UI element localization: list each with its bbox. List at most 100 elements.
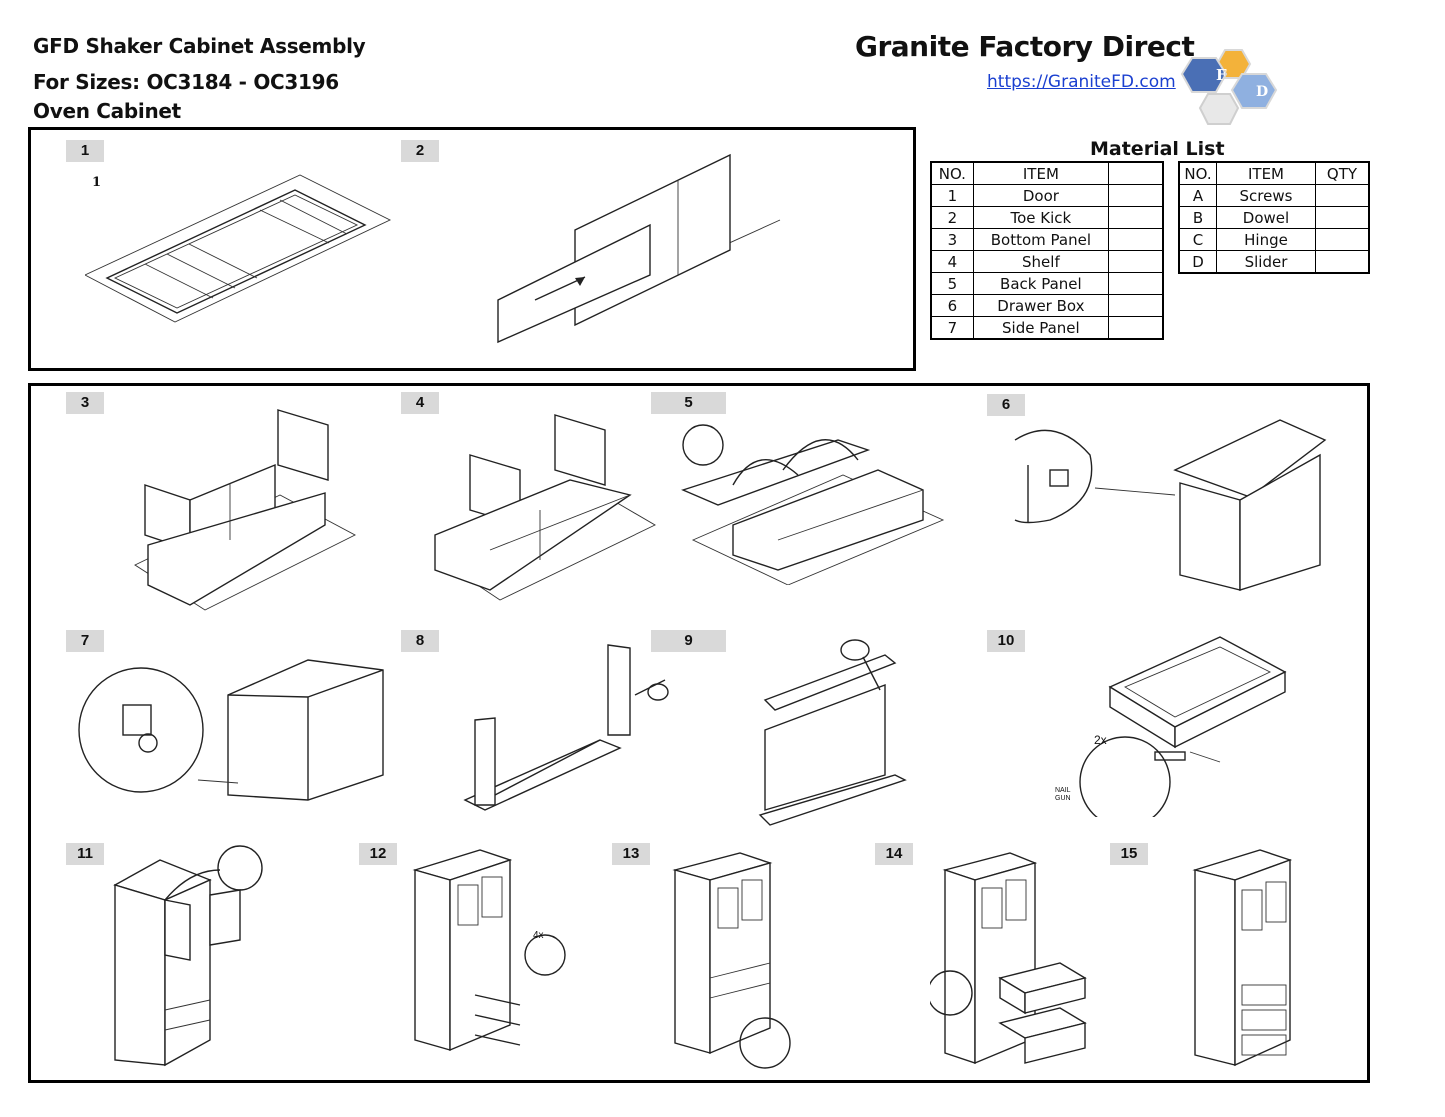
cell: [1108, 272, 1164, 295]
step2-illustration: [490, 150, 790, 345]
cell: [1108, 228, 1164, 251]
step-label-11: 11: [66, 843, 104, 865]
step-label-2: 2: [401, 140, 439, 162]
step-label-3: 3: [66, 392, 104, 414]
cell: Hinge: [1216, 228, 1316, 251]
cell: A: [1178, 184, 1217, 207]
cell: Back Panel: [972, 272, 1110, 295]
step12-illustration: [410, 845, 570, 1075]
col-item: ITEM: [1216, 161, 1316, 185]
step-label-6: 6: [987, 394, 1025, 416]
cell: 3: [930, 228, 974, 251]
cell: B: [1178, 206, 1217, 229]
step15-illustration: [1190, 845, 1310, 1075]
brand-logo: F G D: [1180, 32, 1290, 132]
step6-illustration: [1010, 415, 1350, 595]
step-label-8: 8: [401, 630, 439, 652]
cell: Door: [972, 184, 1110, 207]
table-header-row: NO. ITEM: [930, 161, 1164, 185]
material-list-title: Material List: [1090, 138, 1225, 160]
step7-illustration: [78, 655, 388, 805]
logo-hex-d: [1230, 73, 1278, 109]
step11-illustration: [110, 840, 280, 1070]
logo-letter-d: D: [1256, 84, 1268, 100]
step-label-5: 5: [651, 392, 726, 414]
step1-part-callout: 1: [92, 175, 102, 190]
cell: Shelf: [972, 250, 1110, 273]
col-item: ITEM: [972, 161, 1110, 185]
cell: [1108, 250, 1164, 273]
cell: [1108, 294, 1164, 317]
cell: [1315, 228, 1370, 251]
brand-url-link[interactable]: https://GraniteFD.com: [987, 72, 1176, 92]
step10-count-callout: 2x: [1094, 733, 1107, 747]
step-label-10: 10: [987, 630, 1025, 652]
logo-hex-f: [1180, 57, 1228, 93]
col-qty: [1108, 161, 1164, 185]
steps-frame-main: [28, 383, 1370, 1083]
step-label-1: 1: [66, 140, 104, 162]
col-no: NO.: [1178, 161, 1217, 185]
step9-illustration: [755, 635, 915, 827]
step-label-13: 13: [612, 843, 650, 865]
cell: [1315, 184, 1370, 207]
step14-illustration: [930, 848, 1095, 1078]
cell: C: [1178, 228, 1217, 251]
cell: Slider: [1216, 250, 1316, 274]
step-label-4: 4: [401, 392, 439, 414]
cell: 2: [930, 206, 974, 229]
steps-frame-top: [28, 127, 916, 371]
step-label-7: 7: [66, 630, 104, 652]
step-label-15: 15: [1110, 843, 1148, 865]
cell: [1108, 316, 1164, 340]
cell: [1315, 250, 1370, 274]
size-range: For Sizes: OC3184 - OC3196: [33, 70, 339, 94]
step10-illustration: [1055, 632, 1295, 817]
cell: 1: [930, 184, 974, 207]
step3-illustration: [130, 405, 360, 615]
step13-illustration: [670, 848, 800, 1078]
cell: [1108, 184, 1164, 207]
step5-illustration: [678, 420, 948, 585]
cell: Screws: [1216, 184, 1316, 207]
cell: [1315, 206, 1370, 229]
cell: Bottom Panel: [972, 228, 1110, 251]
cell: [1108, 206, 1164, 229]
step12-count-callout: 4x: [533, 930, 544, 941]
cell: D: [1178, 250, 1217, 274]
step-label-9: 9: [651, 630, 726, 652]
cell: 5: [930, 272, 974, 295]
step10-tool-callout: NAIL GUN: [1055, 787, 1071, 802]
step1-illustration: [85, 170, 395, 330]
step4-illustration: [430, 410, 660, 605]
logo-letter-g: G: [1249, 46, 1261, 62]
document-title: GFD Shaker Cabinet Assembly: [33, 34, 366, 58]
cell: 4: [930, 250, 974, 273]
brand-name: Granite Factory Direct: [855, 30, 1195, 63]
step-label-14: 14: [875, 843, 913, 865]
col-no: NO.: [930, 161, 974, 185]
cell: Dowel: [1216, 206, 1316, 229]
step-label-12: 12: [359, 843, 397, 865]
logo-letter-f: F: [1216, 66, 1227, 84]
cell: Drawer Box: [972, 294, 1110, 317]
col-qty: QTY: [1315, 161, 1370, 185]
cell: 7: [930, 316, 974, 340]
table-header-row: NO. ITEM QTY: [1178, 161, 1370, 185]
cabinet-type: Oven Cabinet: [33, 99, 181, 123]
cell: Toe Kick: [972, 206, 1110, 229]
cell: 6: [930, 294, 974, 317]
